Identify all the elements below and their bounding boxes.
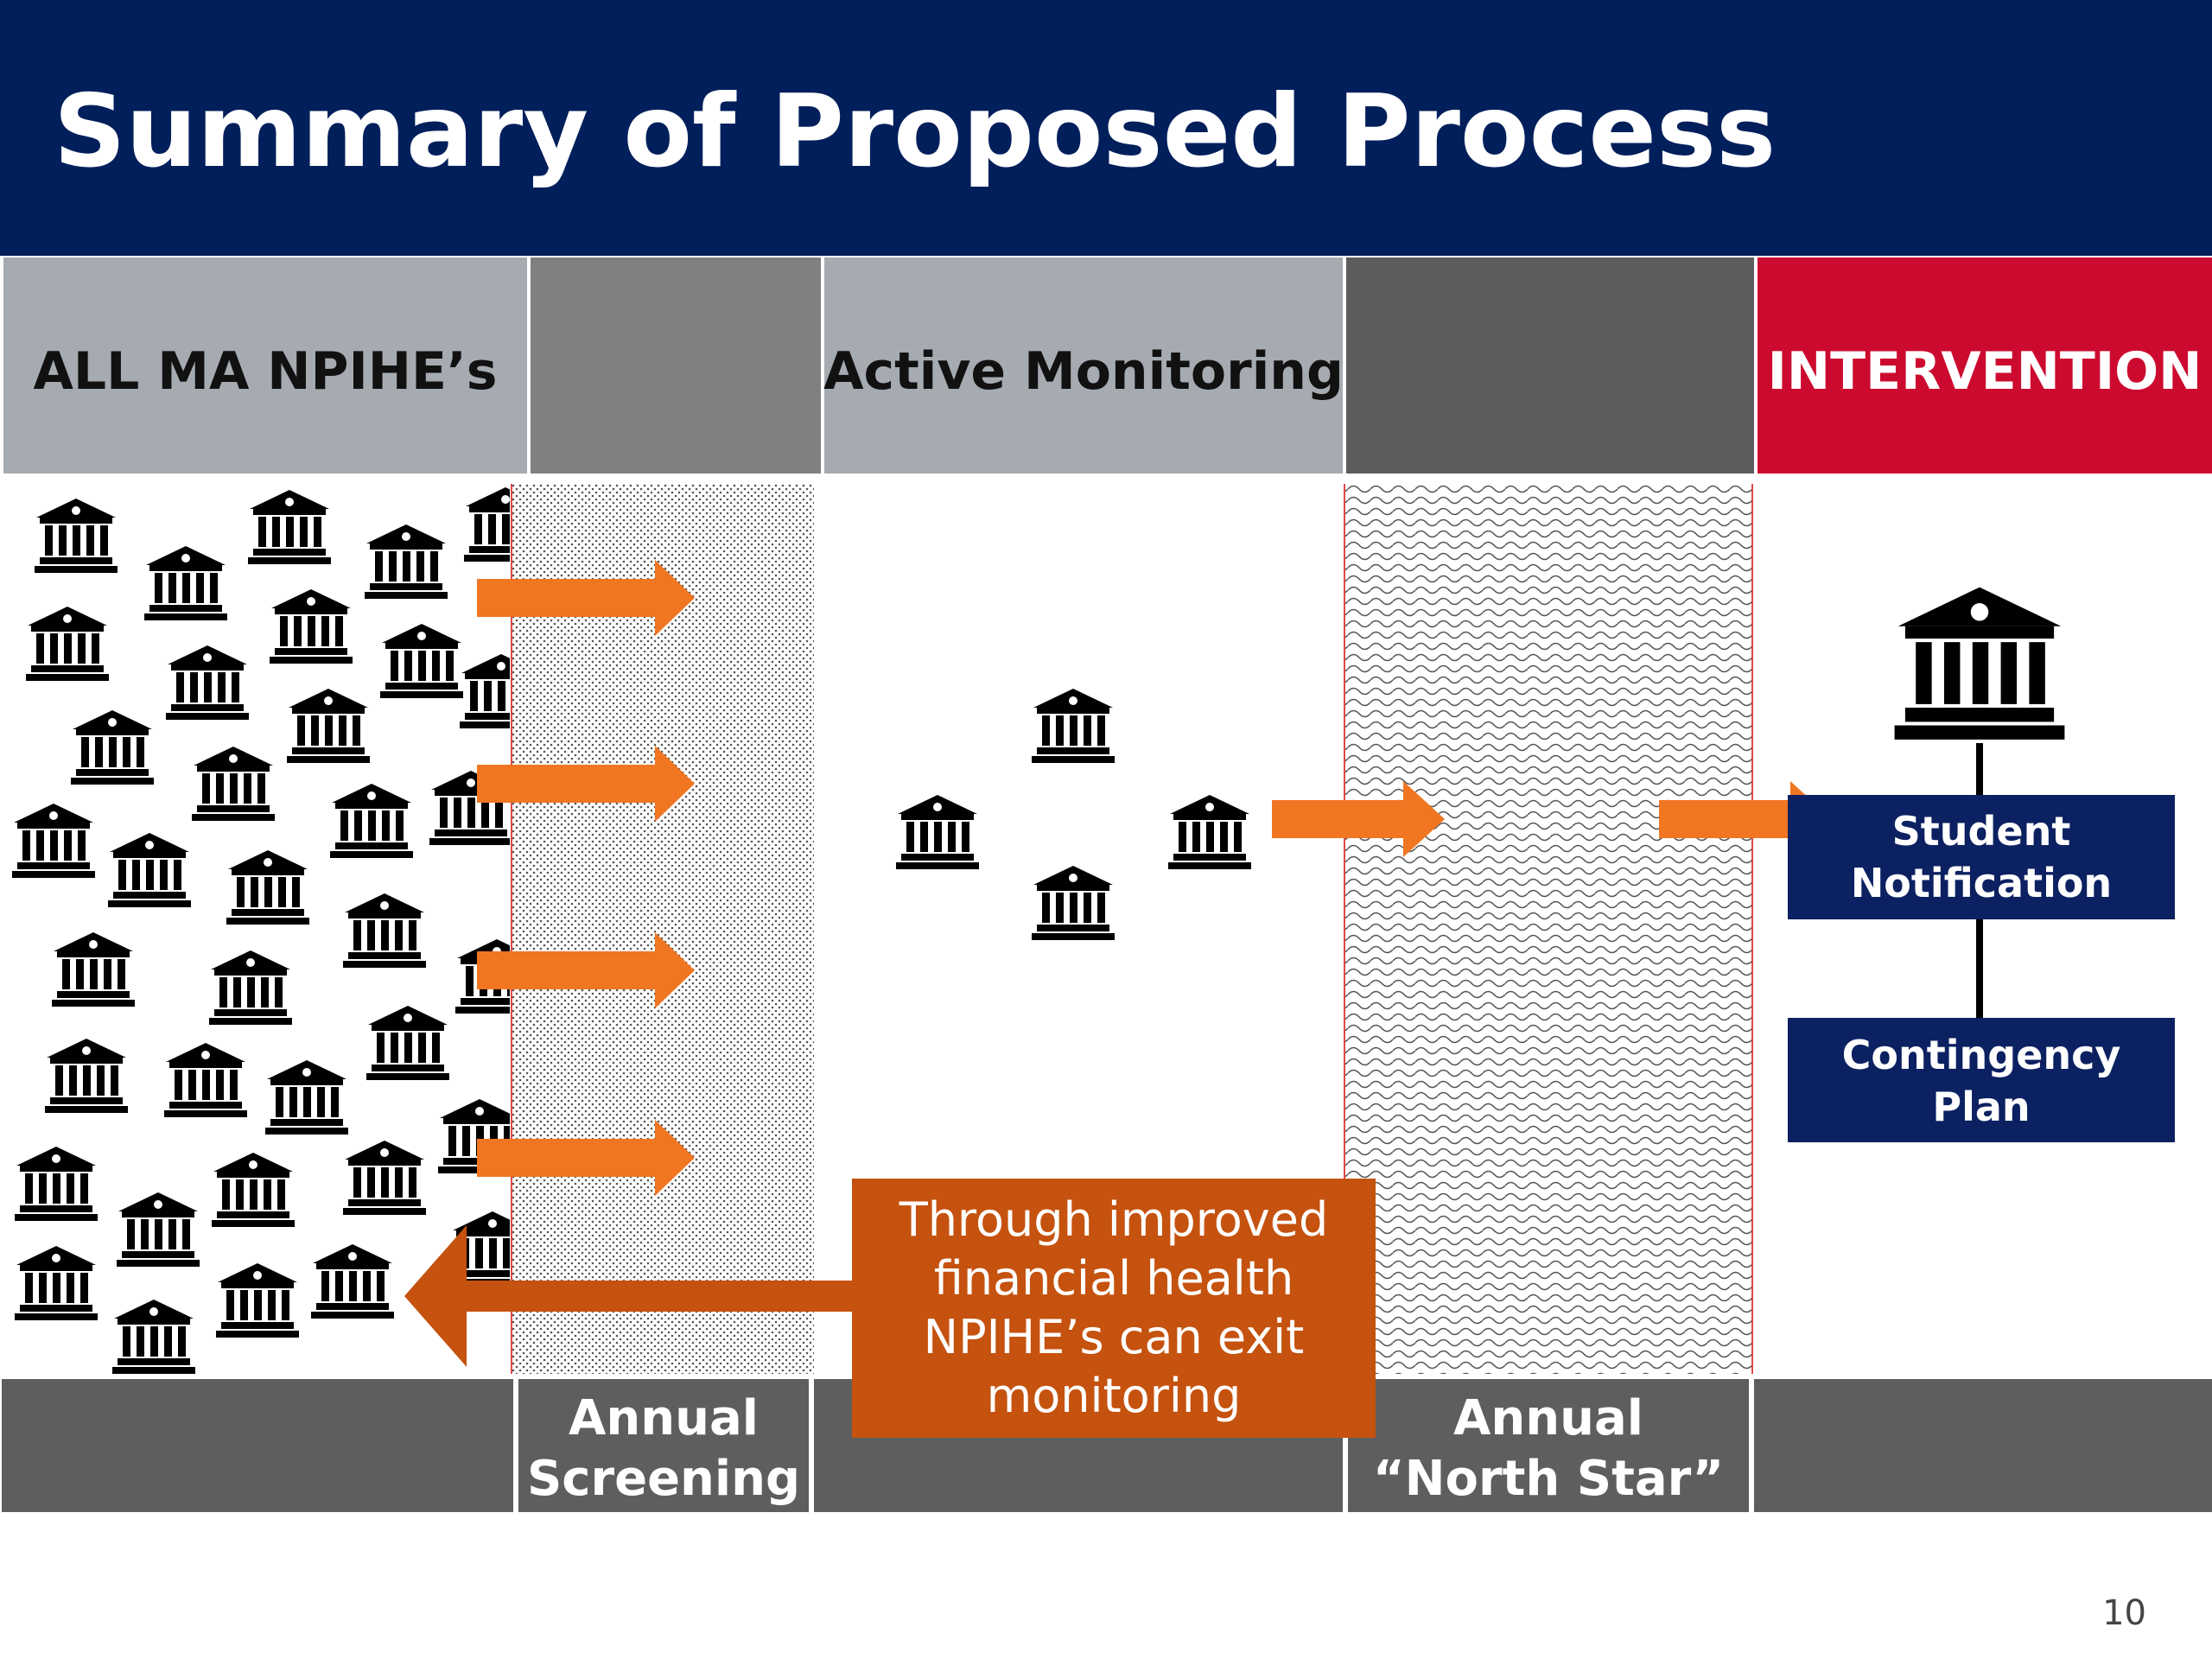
arrow-right-icon	[477, 560, 695, 636]
institution-icon	[330, 784, 413, 858]
institution-icon	[52, 932, 135, 1007]
institution-icon	[15, 1147, 98, 1221]
contingency-plan-line1: Contingency	[1842, 1032, 2121, 1078]
exit-callout-line3: NPIHE’s can exit	[924, 1310, 1305, 1364]
page-number: 10	[2102, 1593, 2146, 1633]
institution-icon	[380, 624, 463, 698]
exit-callout-line2: financial health	[934, 1251, 1294, 1306]
institution-icon	[226, 850, 309, 925]
institution-icon	[343, 893, 426, 968]
bottom-cell-north-star	[1348, 1379, 1749, 1512]
institution-icon	[366, 1006, 449, 1080]
arrow-to-north-star-icon	[1272, 781, 1445, 857]
institution-icon	[209, 950, 292, 1025]
institution-icon	[117, 1192, 200, 1267]
header-all-npihe	[3, 257, 527, 474]
institution-icon	[365, 524, 448, 599]
institution-icon	[311, 1244, 394, 1319]
header-row: ALL MA NPIHE’s Active Monitoring INTERVE…	[3, 257, 2212, 474]
institution-icon	[164, 1043, 247, 1117]
institution-icon	[1032, 866, 1115, 940]
title-bar	[0, 0, 2212, 256]
arrow-right-icon	[477, 746, 695, 822]
institution-icon	[166, 645, 249, 720]
institution-icon	[12, 804, 95, 878]
student-notification-line1: Student	[1892, 808, 2071, 855]
institution-icon	[144, 546, 227, 620]
header-all-npihe-label: ALL MA NPIHE’s	[33, 341, 497, 402]
slide-title: Summary of Proposed Process	[54, 73, 1776, 190]
header-north-star-gap	[1346, 257, 1754, 474]
institution-icon	[112, 1300, 195, 1374]
exit-arrow-icon	[404, 1225, 854, 1367]
exit-callout-line4: monitoring	[987, 1369, 1242, 1423]
arrow-right-icon	[477, 932, 695, 1008]
institution-icon	[287, 689, 370, 763]
institution-icon	[108, 833, 191, 907]
arrow-right-icon	[477, 1120, 695, 1196]
intervention-column: Student Notification Contingency Plan	[1788, 587, 2175, 1142]
institution-large-icon	[1894, 587, 2065, 740]
header-intervention	[1758, 257, 2212, 474]
student-notification-box	[1788, 795, 2175, 919]
bottom-cell-all	[2, 1379, 513, 1512]
exit-callout-line1: Through improved	[899, 1192, 1329, 1247]
institution-icon	[45, 1039, 128, 1113]
institution-icon	[1032, 689, 1115, 763]
contingency-plan-box	[1788, 1018, 2175, 1142]
institution-icon	[26, 607, 109, 681]
institution-crowd	[12, 487, 510, 1374]
institution-icon	[1168, 795, 1251, 869]
header-active-monitoring-label: Active Monitoring	[823, 341, 1344, 402]
institution-icon	[212, 1153, 295, 1227]
institution-icon	[343, 1141, 426, 1215]
north-star-filter-band	[1344, 484, 1752, 1374]
contingency-plan-line2: Plan	[1932, 1084, 2030, 1130]
bottom-cell-intervention	[1754, 1379, 2212, 1512]
screening-label-line1: Annual	[569, 1390, 759, 1446]
screening-arrows	[477, 560, 695, 1196]
north-star-label-line1: Annual	[1453, 1390, 1643, 1446]
institution-icon	[270, 589, 353, 664]
institution-icon	[192, 747, 275, 821]
screening-filter-band	[512, 484, 814, 1374]
institution-icon	[15, 1246, 98, 1320]
monitored-institutions	[896, 689, 1251, 940]
institution-icon	[265, 1060, 348, 1135]
institution-icon	[216, 1263, 299, 1338]
exit-callout-box	[852, 1179, 1376, 1438]
header-active-monitoring	[824, 257, 1343, 474]
student-notification-line2: Notification	[1851, 860, 2112, 906]
header-intervention-label: INTERVENTION	[1768, 341, 2202, 402]
institution-icon	[896, 795, 979, 869]
institution-icon	[35, 499, 118, 573]
institution-icon	[71, 710, 154, 785]
header-screening-gap	[531, 257, 821, 474]
screening-label-line2: Screening	[527, 1451, 800, 1507]
bottom-cell-screening	[518, 1379, 809, 1512]
north-star-label-line2: “North Star”	[1373, 1451, 1724, 1507]
institution-icon	[248, 490, 331, 564]
